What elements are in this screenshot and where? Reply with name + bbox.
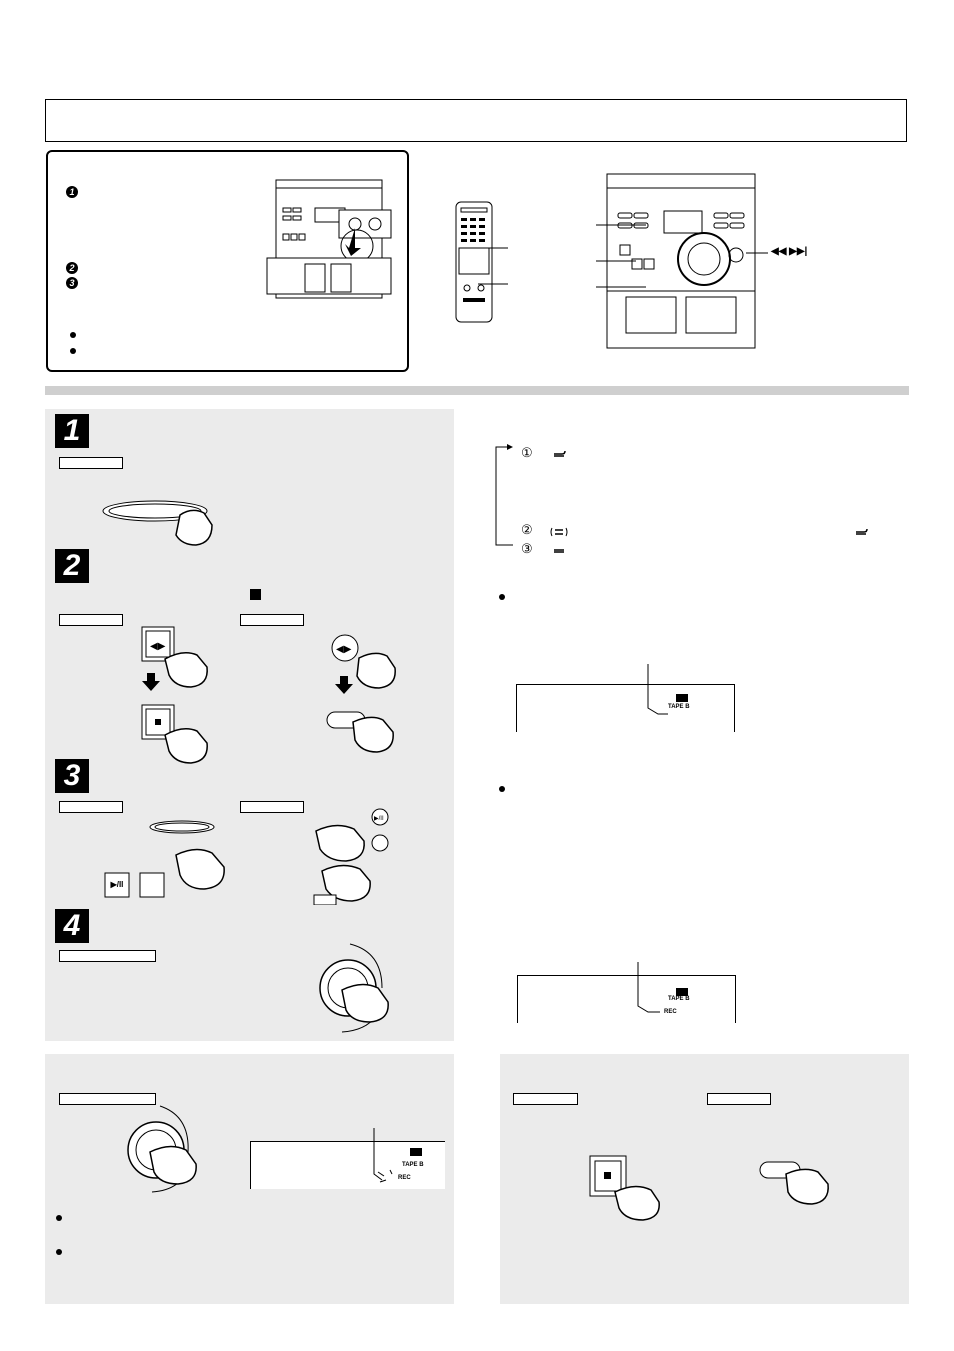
display-tape-record [517,975,736,1023]
display-a-tape-label: TAPE B [668,704,690,710]
stop-remote-button-press [759,1161,829,1205]
svg-text:▶/II: ▶/II [374,816,384,822]
mode-cycle-bracket [495,444,513,546]
display-b-rec-label: REC [664,1009,677,1015]
stereo-cassette-illustration [266,179,392,299]
prep-bullet-2 [70,348,76,354]
step-2-unit-buttons: ◀▶ [141,626,208,764]
mode-item-3-number: ③ [521,541,533,556]
section-divider [45,386,909,395]
remote-callout-lines [478,247,508,285]
prep-bullet-1 [70,332,76,338]
step-3-unit-label [59,801,123,813]
prep-step-1-badge: 1 [66,186,78,198]
main-unit-illustration [596,173,768,349]
display-b-callout [637,962,688,1013]
step-3-remote-label [240,801,304,813]
play-pause-symbol: ▶/II [110,880,124,889]
display-b-tape-label: TAPE B [668,996,690,1002]
skip-keys-label: ◀◀ ▶▶| [771,246,808,257]
pause-bullet-1 [56,1215,62,1221]
right-bullet-2 [499,786,505,792]
display-c-tape-label: TAPE B [402,1162,424,1168]
display-c-rec-label: REC [398,1175,411,1181]
step-4-knob-press [319,943,389,1033]
stop-panel [500,1054,909,1304]
display-a-callout [647,664,688,715]
display-tape-play [516,684,735,732]
display-c-callout [373,1128,422,1183]
stop-square-symbol [250,589,261,600]
step-2-unit-label [59,614,123,626]
mode-item-1-number: ① [521,445,533,460]
pause-bullet-2 [56,1249,62,1255]
step-2-remote-buttons: ◀▶ [326,634,396,753]
step-3-unit-buttons [104,820,225,898]
pause-unit-label [59,1093,156,1105]
step-1-button-press [102,500,213,546]
stop-remote-label [707,1093,771,1105]
svg-text:◀▶: ◀▶ [336,644,352,655]
svg-text:◀▶: ◀▶ [150,641,166,652]
right-bullet-1 [499,594,505,600]
step-3-remote-buttons: ▶/II [313,808,389,905]
step-2-remote-label [240,614,304,626]
mode-item-2-number: ② [521,522,533,537]
mode-icons [550,450,568,553]
prep-step-2-badge: 2 [66,262,78,274]
step-3-number: 3 [55,759,89,793]
step-1-number: 1 [55,414,89,448]
step-2-number: 2 [55,549,89,583]
stop-unit-label [513,1093,578,1105]
remote-control-illustration [455,201,493,323]
step-4-unit-label [59,950,156,962]
stop-unit-button-press [589,1155,660,1221]
preparation-box [46,150,409,372]
page-header-box [45,99,907,142]
step-1-unit-label [59,457,123,469]
prep-step-3-badge: 3 [66,277,78,289]
mode-icon-right [856,528,868,535]
step-4-number: 4 [55,909,89,943]
pause-knob-press [127,1105,197,1193]
